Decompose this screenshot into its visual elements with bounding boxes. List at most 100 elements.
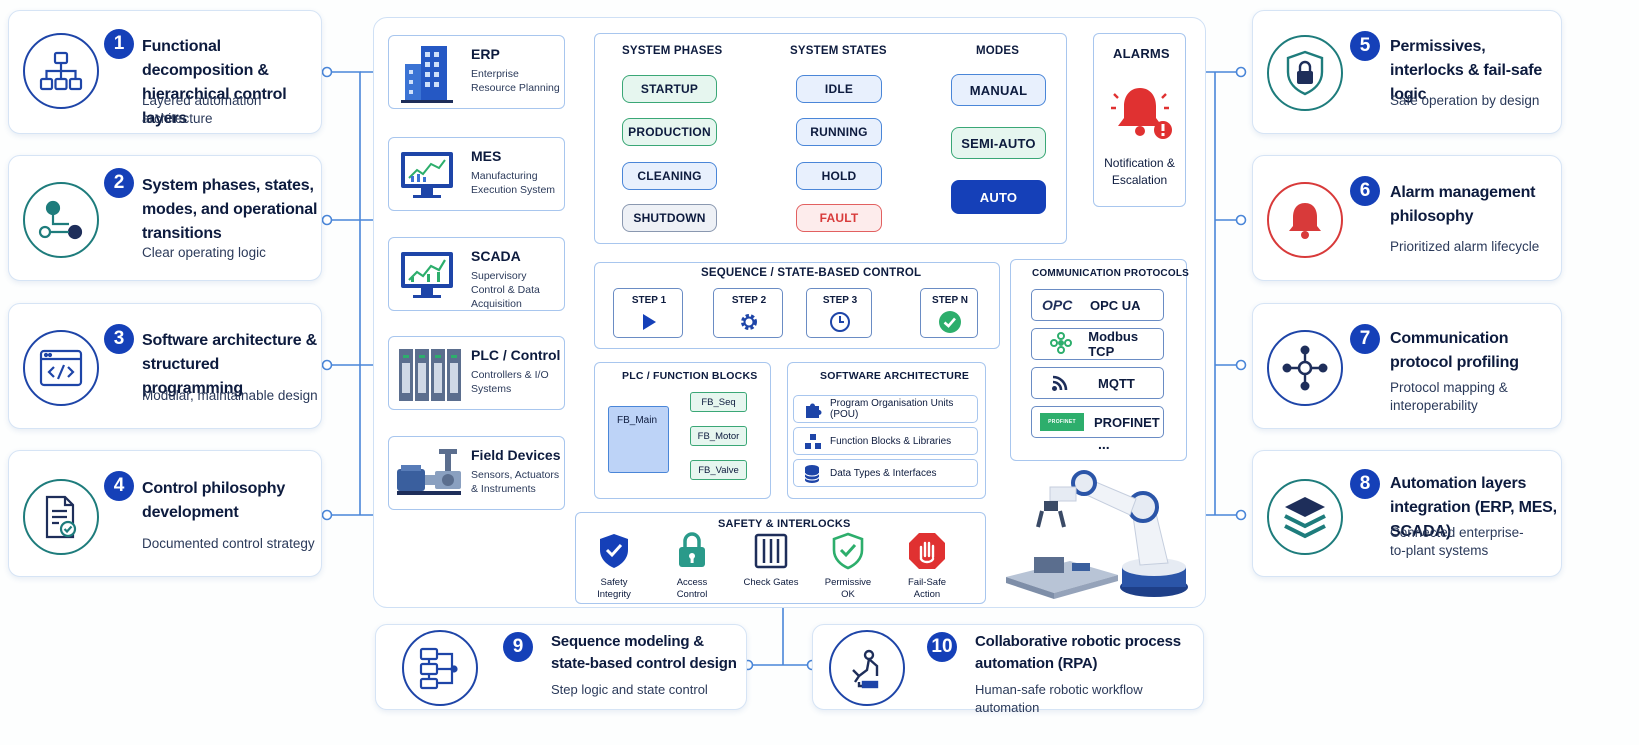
state-running[interactable]: RUNNING [796, 118, 882, 146]
card-alarm-management: 6 Alarm management philosophy Prioritize… [1252, 155, 1562, 281]
step-label: STEP 3 [822, 295, 858, 306]
building-icon [399, 42, 459, 109]
protocol-profinet[interactable]: PROFINET PROFINET [1031, 406, 1164, 438]
sequence-header: SEQUENCE / STATE-BASED CONTROL [701, 267, 922, 279]
layer-subtitle: Enterprise Resource Planning [471, 68, 560, 94]
step-3[interactable]: STEP 3 [806, 288, 872, 338]
step-2[interactable]: STEP 2 [713, 288, 783, 338]
state-idle[interactable]: IDLE [796, 75, 882, 103]
modbus-icon [1050, 331, 1078, 357]
step-1[interactable]: STEP 1 [613, 288, 683, 338]
fb-main-block[interactable]: FB_Main [608, 406, 669, 473]
safety-step-label: Safety Integrity [597, 577, 631, 600]
protocol-mqtt[interactable]: MQTT [1031, 367, 1164, 399]
layer-mes: MES Manufacturing Execution System [388, 137, 565, 211]
step-label: STEP N [932, 295, 968, 306]
protocol-modbus[interactable]: Modbus TCP [1031, 328, 1164, 360]
state-fault[interactable]: FAULT [796, 204, 882, 232]
gate-icon [754, 533, 788, 574]
card-functional-decomposition: 1 Functional decomposition & hierarchica… [8, 10, 322, 134]
safety-step-label: Check Gates [743, 577, 799, 588]
safety-step-label: Access Control [676, 577, 708, 600]
card-number: 4 [104, 471, 134, 501]
layer-scada: SCADA Supervisory Control & Data Acquisi… [388, 237, 565, 311]
fb-seq-block[interactable]: FB_Seq [690, 392, 747, 412]
card-title: Collaborative robotic process automation… [975, 633, 1181, 672]
states-header: SYSTEM STATES [790, 45, 887, 57]
blocks-icon [804, 433, 822, 454]
card-number: 3 [104, 324, 134, 354]
layer-subtitle: Sensors, Actuators & Instruments [471, 469, 560, 495]
clock-icon [829, 311, 851, 338]
sw-item-label: Program Organisation Units (POU) [830, 398, 954, 420]
card-subtitle: Layered automation architecture [142, 93, 262, 126]
card-number: 10 [927, 632, 957, 662]
gear-icon [738, 311, 760, 338]
check-circle-icon [938, 310, 962, 339]
card-title: Control philosophy development [142, 480, 286, 521]
card-software-architecture: 3 Software architecture & structured pro… [8, 303, 322, 429]
card-number: 9 [503, 632, 533, 662]
card-subtitle: Human-safe robotic workflow automation [975, 682, 1143, 715]
mode-semi-auto[interactable]: SEMI-AUTO [951, 127, 1046, 159]
card-number: 7 [1350, 324, 1380, 354]
protocol-opc-ua[interactable]: OPC OPC UA [1031, 289, 1164, 321]
layer-subtitle: Controllers & I/O Systems [471, 369, 549, 395]
step-n[interactable]: STEP N [920, 288, 978, 338]
scada-screen-icon [399, 250, 459, 307]
stacked-layers-icon [1267, 479, 1343, 555]
layer-field-devices: Field Devices Sensors, Actuators & Instr… [388, 436, 565, 510]
card-subtitle: Protocol mapping & interoperability [1390, 380, 1508, 413]
sw-item-data-types[interactable]: Data Types & Interfaces [793, 459, 978, 487]
hierarchy-icon [23, 33, 99, 109]
phases-header: SYSTEM PHASES [622, 45, 723, 57]
code-window-icon [23, 330, 99, 406]
step-label: STEP 2 [731, 295, 767, 306]
flow-nodes-icon [23, 182, 99, 258]
sw-item-function-blocks[interactable]: Function Blocks & Libraries [793, 427, 978, 455]
flowchart-icon [402, 630, 478, 706]
phase-startup[interactable]: STARTUP [622, 75, 717, 103]
card-title: Software architecture & structured progr… [142, 332, 318, 397]
fb-motor-block[interactable]: FB_Motor [690, 426, 747, 446]
monitor-chart-icon [399, 150, 459, 207]
card-title: System phases, states, modes, and operat… [142, 177, 318, 242]
opc-logo: OPC [1042, 297, 1073, 313]
sw-item-pou[interactable]: Program Organisation Units (POU) [793, 395, 978, 423]
protocols-header: COMMUNICATION PROTOCOLS [1032, 268, 1190, 279]
card-number: 5 [1350, 31, 1380, 61]
card-number: 6 [1350, 176, 1380, 206]
phase-shutdown[interactable]: SHUTDOWN [622, 204, 717, 232]
card-communication-protocol: 7 Communication protocol profiling Proto… [1252, 303, 1562, 429]
card-title: Alarm management philosophy [1390, 184, 1536, 225]
card-number: 2 [104, 168, 134, 198]
safety-step-label: Fail-Safe Action [907, 577, 946, 600]
play-icon [640, 313, 658, 336]
card-title: Functional decomposition & hierarchical … [142, 38, 287, 127]
safety-step-label: Permissive OK [824, 577, 872, 600]
layer-title: PLC / Control [471, 347, 561, 363]
card-title: Sequence modeling & state-based control … [551, 633, 737, 672]
phase-cleaning[interactable]: CLEANING [622, 162, 717, 190]
card-number: 1 [104, 29, 134, 59]
card-sequence-modeling: 9 Sequence modeling & state-based contro… [375, 624, 747, 710]
step-label: STEP 1 [631, 295, 667, 306]
state-hold[interactable]: HOLD [796, 162, 882, 190]
shield-check-icon [598, 533, 630, 574]
card-subtitle: Connected enterprise-to-plant systems [1390, 525, 1524, 558]
mode-manual[interactable]: MANUAL [951, 74, 1046, 106]
layer-subtitle: Supervisory Control & Data Acquisition [471, 270, 540, 310]
protocol-label: PROFINET [1094, 414, 1160, 430]
mode-auto[interactable]: AUTO [951, 180, 1046, 214]
stop-hand-icon [908, 532, 946, 575]
card-subtitle: Prioritized alarm lifecycle [1390, 239, 1540, 254]
layer-title: SCADA [471, 248, 521, 264]
card-title: Automation layers integration (ERP, MES,… [1390, 475, 1557, 540]
card-subtitle: Modular, maintainable design [142, 388, 318, 403]
alarms-header: ALARMS [1113, 46, 1170, 61]
card-subtitle: Documented control strategy [142, 536, 315, 551]
card-permissives-interlocks: 5 Permissives, interlocks & fail-safe lo… [1252, 10, 1562, 134]
phase-production[interactable]: PRODUCTION [622, 118, 717, 146]
fb-valve-block[interactable]: FB_Valve [690, 460, 747, 480]
robot-arm-icon [829, 630, 905, 706]
